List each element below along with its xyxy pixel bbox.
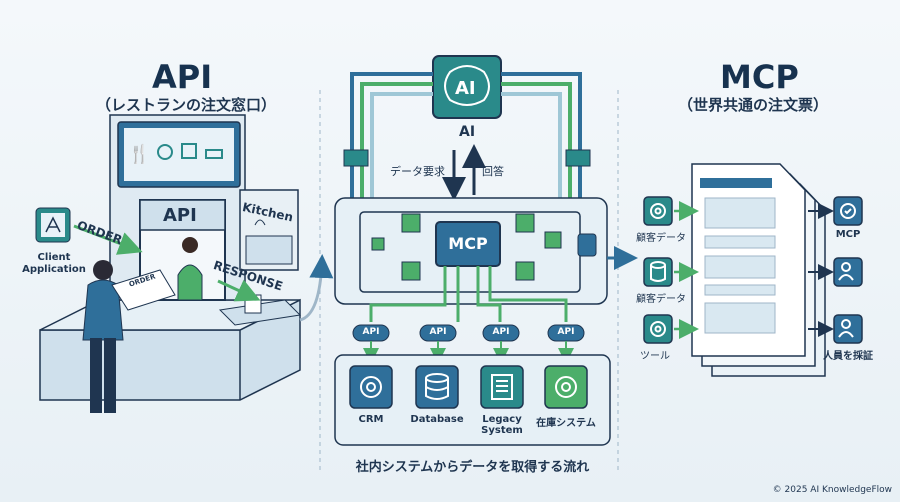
api-badge-1: API [362, 327, 380, 337]
customer [93, 260, 113, 280]
right-left-label-2: 顧客データ [636, 294, 686, 305]
systems-panel [334, 354, 611, 446]
client-app-label: Client Application [22, 252, 86, 275]
system-database-label: Database [410, 414, 464, 425]
right-left-icon-3 [643, 314, 673, 344]
order-arrow [73, 224, 143, 255]
copyright: © 2025 AI KnowledgeFlow [772, 485, 892, 495]
mcp-title: MCP [720, 58, 799, 96]
right-right-icon-2 [833, 257, 863, 287]
api-badge-4: API [557, 327, 575, 337]
restaurant-scene: 🍴 [35, 114, 334, 413]
ai-chip-text: AI [455, 78, 476, 99]
api-badge-2: API [429, 327, 447, 337]
order-ticket [111, 269, 176, 311]
ai-label: AI [459, 124, 476, 140]
api-title: API [152, 58, 213, 96]
mcp-hub [435, 221, 501, 267]
system-inventory-label: 在庫システム [536, 418, 596, 429]
counter-sign: API [163, 205, 197, 226]
system-legacy-label: Legacy System [481, 414, 523, 436]
system-crm-label: CRM [358, 414, 384, 425]
right-right-label-1: MCP [835, 229, 861, 240]
right-right-label-3: 人員を採証 [823, 351, 873, 362]
mcp-architecture [334, 55, 638, 446]
data-request-label: データ要求 [390, 165, 445, 178]
api-badge-3: API [492, 327, 510, 337]
mcp-standard-form [643, 163, 863, 377]
right-left-icon-1 [643, 196, 673, 226]
right-left-label-3: ツール [640, 351, 670, 362]
svg-text:🍴: 🍴 [128, 143, 150, 165]
response-arrow [217, 279, 261, 302]
center-caption: 社内システムからデータを取得する流れ [355, 460, 590, 475]
api-subtitle: （レストランの注文窓口） [96, 96, 277, 114]
right-left-label-1: 顧客データ [636, 233, 686, 244]
mcp-subtitle: （世界共通の注文票） [678, 96, 829, 114]
right-right-icon-3 [833, 314, 863, 344]
answer-label: 回答 [482, 165, 504, 178]
mcp-hub-label: MCP [448, 234, 488, 253]
